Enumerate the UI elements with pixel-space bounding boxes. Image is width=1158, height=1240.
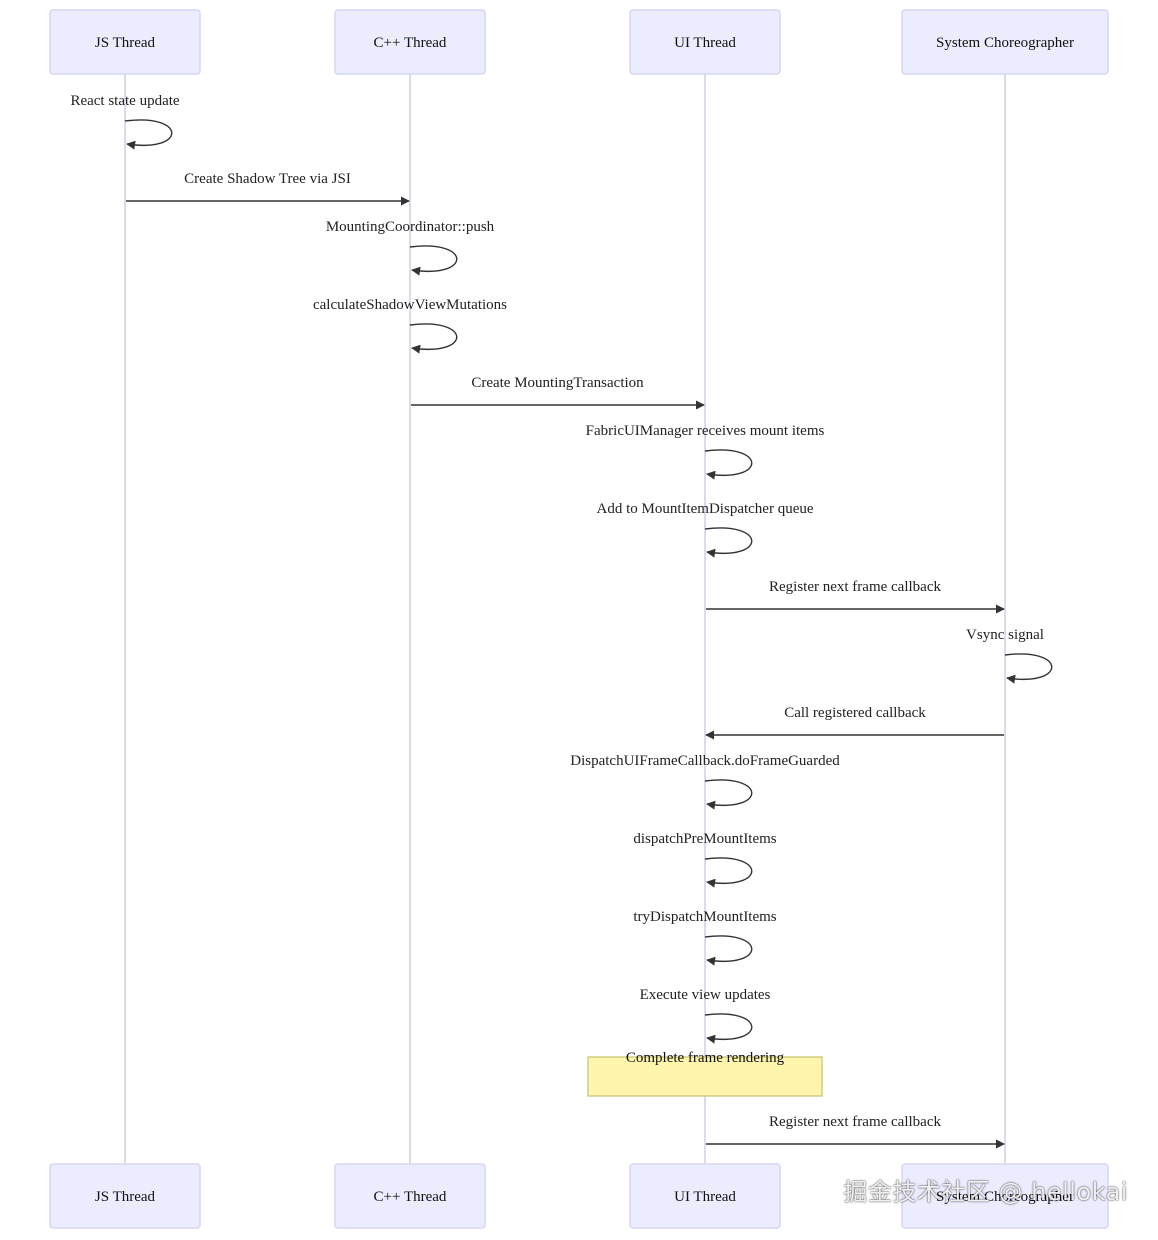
actor-label: C++ Thread [374,1189,447,1205]
message-label: FabricUIManager receives mount items [586,423,825,439]
message-1: React state update [70,93,180,150]
actor-box [334,1163,486,1229]
message-6: FabricUIManager receives mount items [586,423,825,480]
self-loop-arrow [704,857,753,888]
self-loop-arrow [704,779,753,810]
self-loop-arrow [704,935,753,966]
note-text: Complete frame rendering [626,1050,785,1066]
message-label: calculateShadowViewMutations [313,297,507,313]
actor-ui-top: UI Thread [629,9,781,75]
message-4: calculateShadowViewMutations [313,297,507,354]
message-label: MountingCoordinator::push [326,219,495,235]
actor-label: UI Thread [674,35,736,51]
self-loop-arrow [704,449,753,480]
message-11: DispatchUIFrameCallback.doFrameGuarded [570,753,840,810]
actor-box [49,1163,201,1229]
message-10: Call registered callback [705,705,1004,740]
self-loop-arrow [704,1013,753,1044]
message-3: MountingCoordinator::push [326,219,495,276]
actor-box [629,9,781,75]
message-7: Add to MountItemDispatcher queue [596,501,814,558]
actor-cpp-bottom: C++ Thread [334,1163,486,1229]
actor-label: System Choreographer [936,35,1074,51]
message-5: Create MountingTransaction [411,375,705,410]
actor-label: JS Thread [95,35,156,51]
actor-box [901,9,1109,75]
actor-ui-bottom: UI Thread [629,1163,781,1229]
message-12: dispatchPreMountItems [633,831,777,888]
message-label: React state update [70,93,179,109]
message-label: Call registered callback [784,705,926,721]
watermark: 掘金技术社区 @ hellokai [843,1178,1128,1206]
actor-label: JS Thread [95,1189,156,1205]
actor-label: C++ Thread [374,35,447,51]
message-label: Create MountingTransaction [471,375,644,391]
actor-js-top: JS Thread [49,9,201,75]
message-9: Vsync signal [966,627,1053,684]
message-label: Vsync signal [966,627,1044,643]
actor-box [629,1163,781,1229]
actor-cpp-top: C++ Thread [334,9,486,75]
self-loop-arrow [1004,653,1053,684]
self-loop-arrow [409,245,458,276]
message-label: Register next frame callback [769,1114,942,1130]
actor-box [901,1163,1109,1229]
note-box [587,1056,823,1097]
actor-sys-bottom: System Choreographer [901,1163,1109,1229]
actor-box [334,9,486,75]
actor-label: UI Thread [674,1189,736,1205]
message-label: dispatchPreMountItems [633,831,776,847]
message-label: Add to MountItemDispatcher queue [596,501,813,517]
message-8: Register next frame callback [706,579,1005,614]
self-loop-arrow [409,323,458,354]
self-loop-arrow [124,119,173,150]
actor-label: System Choreographer [936,1189,1074,1205]
message-label: DispatchUIFrameCallback.doFrameGuarded [570,753,840,769]
message-14: Execute view updates [640,987,771,1044]
message-13: tryDispatchMountItems [633,909,777,966]
message-label: tryDispatchMountItems [633,909,776,925]
actor-sys-top: System Choreographer [901,9,1109,75]
message-2: Create Shadow Tree via JSI [126,171,410,206]
message-label: Register next frame callback [769,579,942,595]
self-loop-arrow [704,527,753,558]
message-16: Register next frame callback [706,1114,1005,1149]
actor-box [49,9,201,75]
message-label: Execute view updates [640,987,771,1003]
message-label: Create Shadow Tree via JSI [184,171,351,187]
note: Complete frame rendering [587,1050,823,1097]
actor-js-bottom: JS Thread [49,1163,201,1229]
